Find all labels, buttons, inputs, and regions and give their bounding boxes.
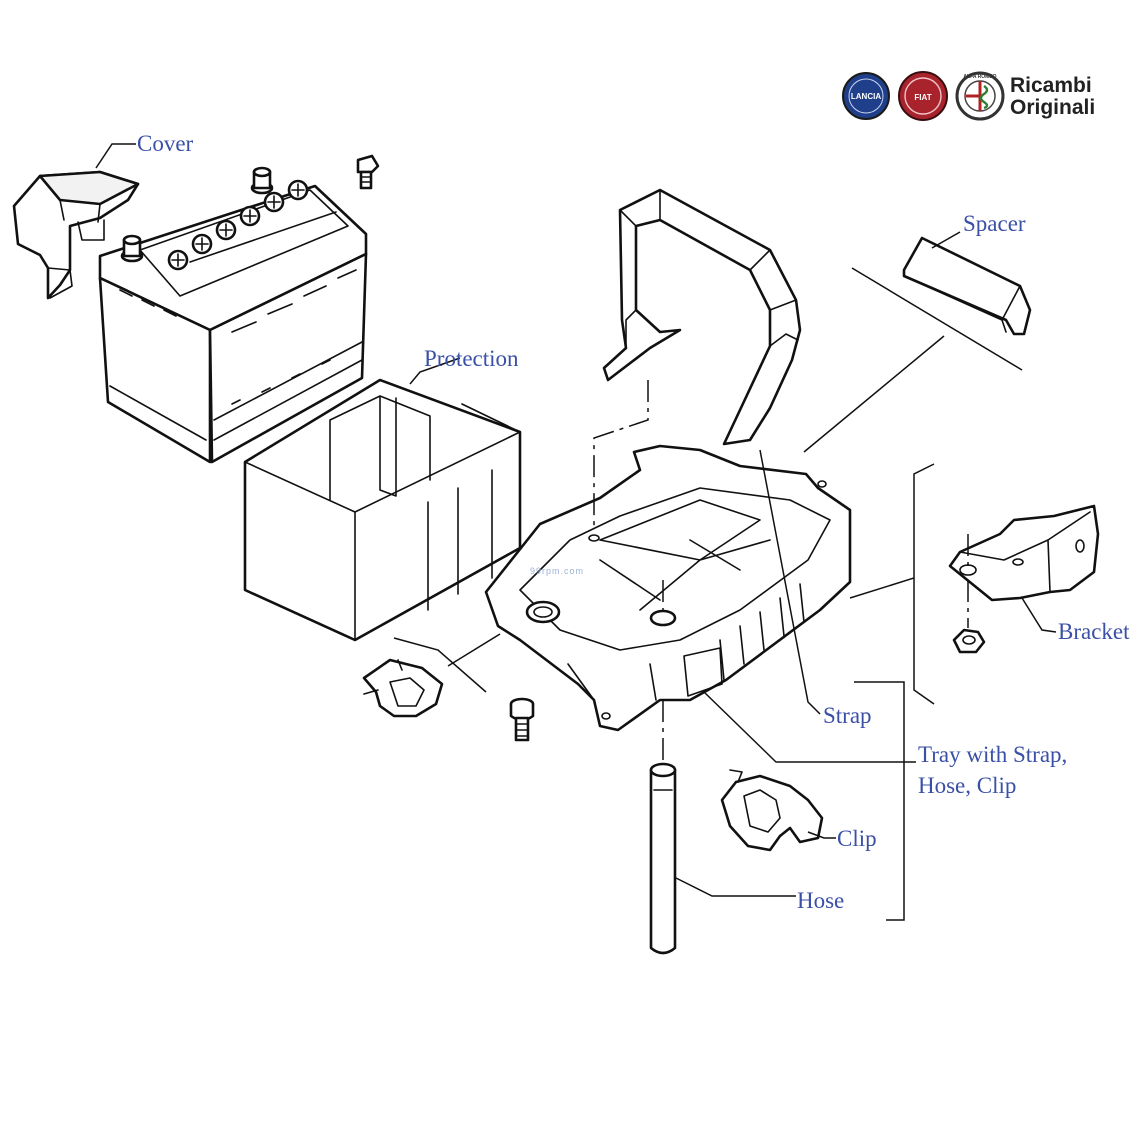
tray-bolt-part [509, 697, 535, 742]
label-tray-line2: Hose, Clip [918, 773, 1016, 798]
spacer-part [902, 236, 1032, 336]
alfa-romeo-badge-icon: ALFA ROMEO [955, 71, 1005, 121]
fiat-badge-text: FIAT [914, 93, 931, 102]
brand-logo: LANCIA FIAT ALFA ROMEO Ricambi Originali [842, 71, 1095, 121]
bracket-part [948, 504, 1100, 602]
bracket-nut-part [952, 628, 986, 654]
label-strap: Strap [823, 703, 872, 728]
tray-side-clip-part [362, 658, 444, 718]
alfa-romeo-badge-text: ALFA ROMEO [963, 74, 996, 80]
battery-terminal-negative [120, 234, 144, 263]
battery-cell-caps [167, 179, 309, 271]
lancia-badge-icon: LANCIA [842, 72, 890, 120]
leader-lines [95, 143, 1057, 921]
hose-part [649, 762, 677, 955]
labels: Cover Protection Spacer Bracket Strap Tr… [137, 131, 1130, 913]
label-spacer: Spacer [963, 211, 1026, 236]
brand-line2: Originali [1010, 96, 1095, 119]
fiat-badge-icon: FIAT [898, 71, 948, 121]
strap-part [602, 188, 802, 446]
label-tray-line1: Tray with Strap, [918, 742, 1067, 767]
cover-part [12, 170, 140, 300]
brand-line1: Ricambi [1010, 74, 1092, 97]
battery-terminal-positive [250, 166, 274, 195]
tray-part [484, 444, 852, 732]
label-cover: Cover [137, 131, 194, 156]
clip-part [720, 769, 824, 852]
battery-part [98, 166, 368, 464]
label-hose: Hose [797, 888, 844, 913]
lancia-badge-text: LANCIA [851, 92, 881, 101]
battery-bolt-part [356, 154, 380, 190]
label-protection: Protection [424, 346, 519, 371]
label-bracket: Bracket [1058, 619, 1130, 644]
watermark-text: 99rpm.com [530, 566, 584, 576]
label-clip: Clip [837, 826, 877, 851]
